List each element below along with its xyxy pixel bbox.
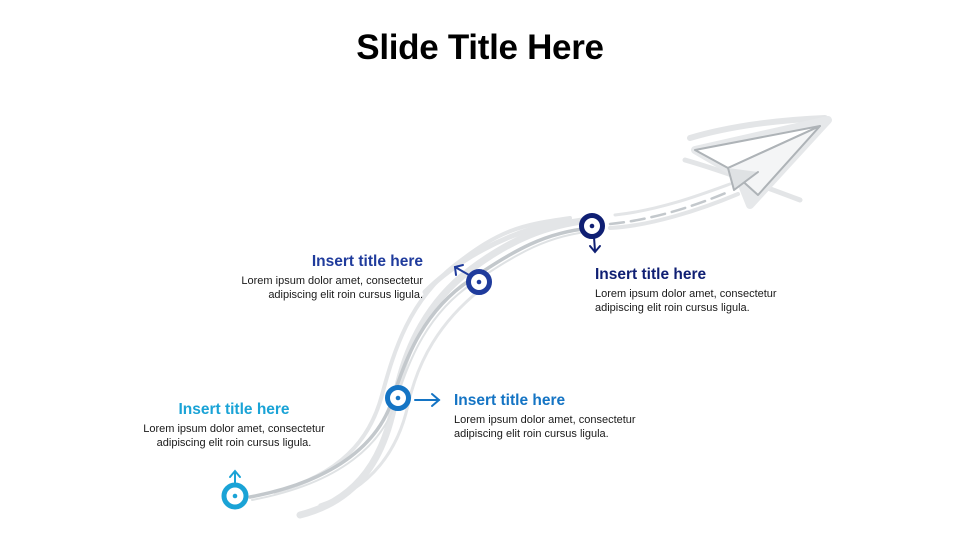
path-line: [248, 226, 594, 499]
marker-dot: [395, 395, 401, 401]
down-arrow-icon: [589, 236, 601, 254]
journey-path: [248, 190, 730, 501]
sketch-stroke: [273, 216, 572, 494]
up-arrow-icon: [229, 469, 241, 487]
step-body: Lorem ipsum dolor amet, consectetur adip…: [114, 422, 354, 450]
step-body-line: Lorem ipsum dolor amet, consectetur: [595, 288, 777, 300]
step-body-line: adipiscing elit roin cursus ligula.: [268, 289, 423, 301]
sketch-stroke: [687, 115, 828, 141]
step-3-text: Insert title here Lorem ipsum dolor amet…: [183, 253, 423, 302]
step-body-line: adipiscing elit roin cursus ligula.: [595, 302, 750, 314]
marker-dot: [232, 493, 238, 499]
step-4-text: Insert title here Lorem ipsum dolor amet…: [595, 266, 835, 315]
step-body: Lorem ipsum dolor amet, consectetur adip…: [595, 287, 835, 315]
path-line: [251, 230, 596, 501]
plane-fold: [727, 167, 759, 191]
step-body: Lorem ipsum dolor amet, consectetur adip…: [183, 274, 423, 302]
step-title: Insert title here: [595, 266, 707, 283]
marker-dot: [589, 223, 595, 229]
step-body-line: Lorem ipsum dolor amet, consectetur: [143, 423, 325, 435]
marker-dot: [476, 279, 482, 285]
sketch-stroke: [613, 182, 732, 217]
step-body: Lorem ipsum dolor amet, consectetur adip…: [454, 413, 694, 441]
step-1-text: Insert title here Lorem ipsum dolor amet…: [114, 401, 354, 450]
step-1-marker: [221, 469, 249, 510]
path-dashed-line: [608, 190, 730, 226]
step-body-line: adipiscing elit roin cursus ligula.: [454, 428, 609, 440]
step-3-marker: [453, 264, 492, 295]
right-arrow-icon: [414, 393, 441, 407]
step-body-line: Lorem ipsum dolor amet, consectetur: [454, 414, 636, 426]
step-2-text: Insert title here Lorem ipsum dolor amet…: [454, 392, 694, 441]
step-title: Insert title here: [178, 401, 290, 418]
up-left-arrow-icon: [453, 264, 470, 276]
step-body-line: adipiscing elit roin cursus ligula.: [156, 437, 312, 449]
step-body-line: Lorem ipsum dolor amet, consectetur: [241, 275, 423, 287]
step-2-marker: [385, 385, 441, 411]
sketch-stroke: [608, 192, 740, 230]
step-4-marker: [579, 213, 605, 254]
slide-title: Slide Title Here: [356, 28, 604, 67]
paper-plane-icon: [691, 116, 832, 209]
step-title: Insert title here: [311, 253, 423, 270]
sketch-stroke: [296, 216, 594, 519]
step-title: Insert title here: [454, 392, 566, 409]
sketch-stroke: [422, 219, 563, 295]
